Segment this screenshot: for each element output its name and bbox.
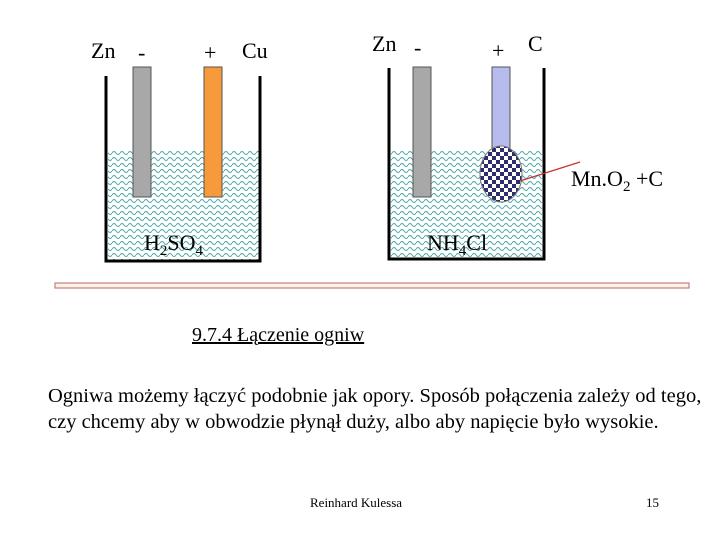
- cell-zn-cu: [104, 66, 262, 263]
- cell2-anode-sign: -: [414, 35, 422, 60]
- mno2-pointer-line: [519, 161, 581, 182]
- depolarizer-label: Mn.O2 +C: [571, 166, 664, 195]
- cell1-cathode-sign: +: [204, 40, 217, 65]
- body-paragraph: Ogniwa możemy łączyć podobnie jak opory.…: [48, 385, 702, 433]
- page-number: 15: [646, 495, 659, 510]
- mno2-depolarizer: [479, 145, 523, 203]
- beaker-left: [104, 76, 262, 263]
- beaker-right: [387, 68, 546, 261]
- zinc-electrode-left: [132, 66, 152, 198]
- footer-author: Reinhard Kulessa: [310, 495, 403, 510]
- electrolyte-label-nh4cl: NH4Cl: [427, 230, 488, 259]
- zinc-electrode-right: [412, 66, 432, 198]
- divider-bar: [54, 282, 690, 289]
- electrolyte-label-h2so4: H2SO4: [144, 230, 204, 259]
- cell1-anode-label: Zn: [91, 38, 116, 63]
- cell1-cathode-label: Cu: [242, 38, 268, 63]
- cell2-anode-label: Zn: [372, 31, 397, 56]
- cell2-cathode-label: C: [528, 31, 543, 56]
- copper-electrode: [203, 66, 223, 198]
- section-heading: 9.7.4 Łączenie ogniw: [192, 324, 365, 346]
- cell2-cathode-sign: +: [492, 38, 505, 63]
- cell-zn-c: [387, 66, 581, 261]
- cell1-anode-sign: -: [138, 40, 146, 65]
- galvanic-cells-diagram: [54, 66, 690, 289]
